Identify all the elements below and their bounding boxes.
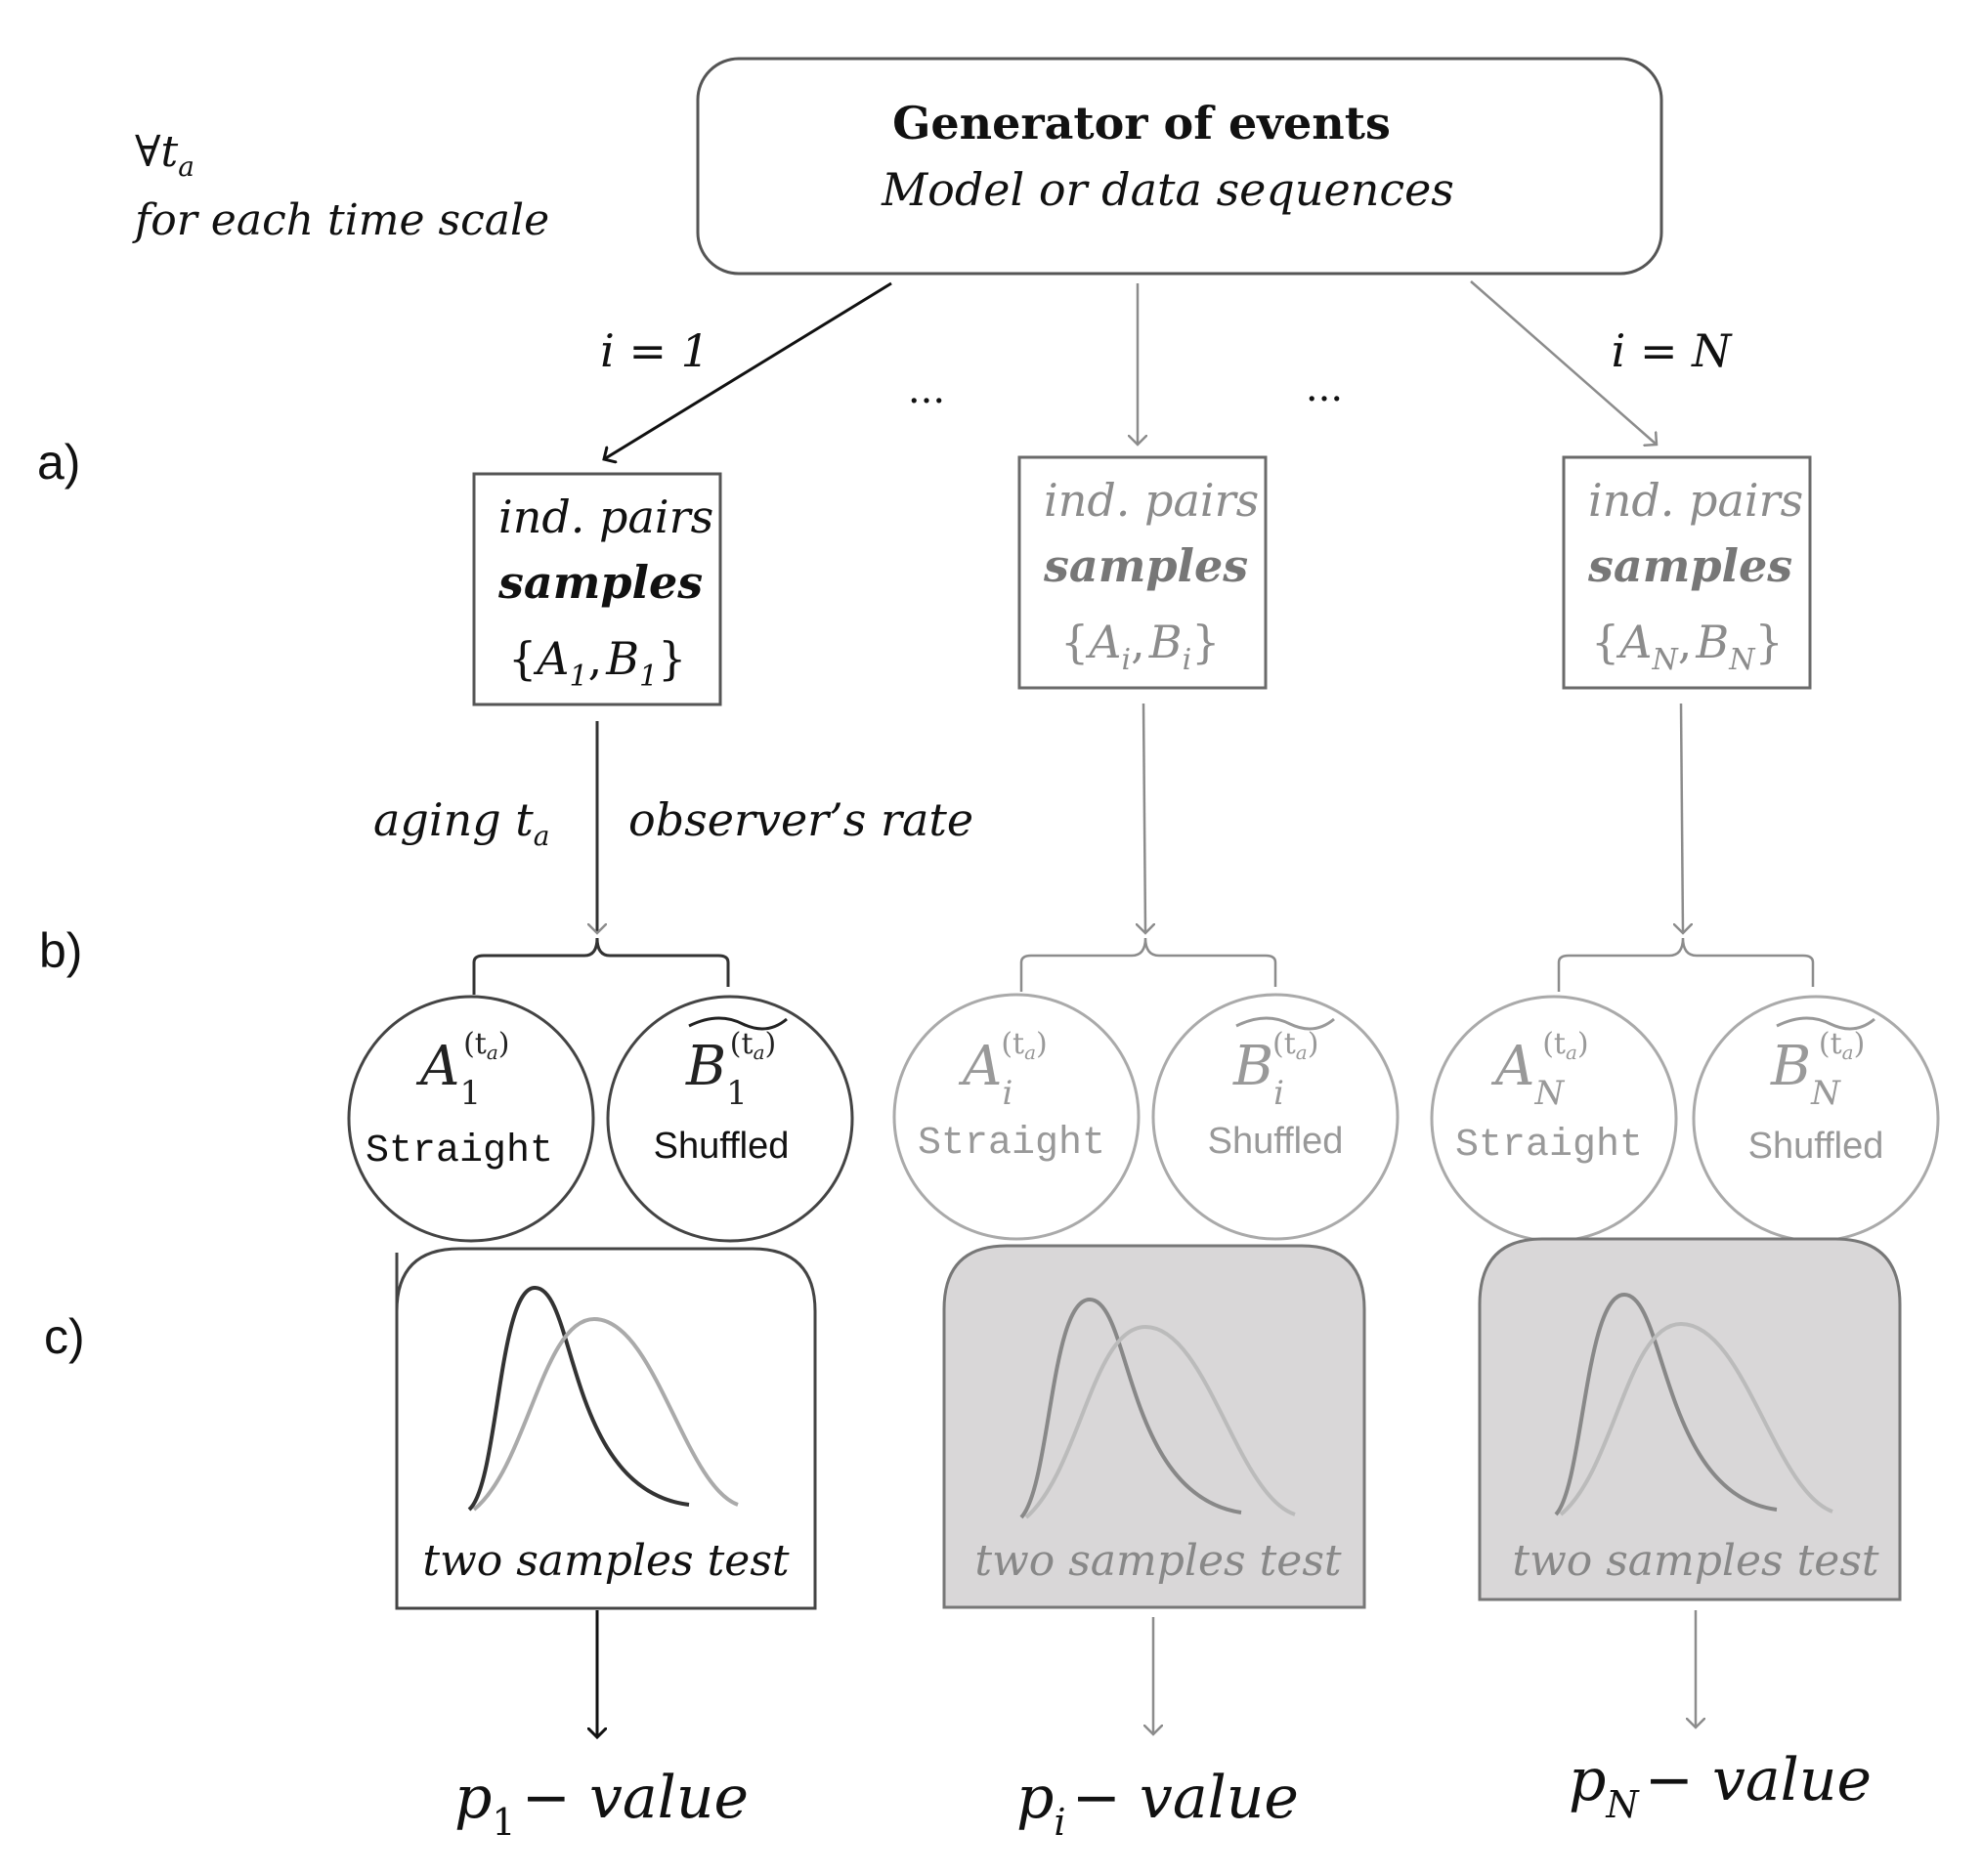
shuffled-symbol-n: BN(ta) [1770,1027,1865,1113]
curve-straight-n [1554,1292,1778,1516]
iteration-first-label: i = 1 [600,324,710,377]
pairs-line2-i: samples [1043,539,1248,592]
generator-subtitle: Model or data sequences [881,163,1454,216]
straight-label-n: Straight [1455,1124,1643,1168]
column-n: ind. pairs samples {AN,BN} AN(ta) Straig… [1430,455,1940,1826]
iteration-last-label: i = N [1612,324,1733,377]
test-label-i: two samples test [974,1536,1342,1586]
pvalue-1: p1− value [454,1764,749,1844]
test-panel-1 [395,1247,817,1610]
time-scale-header: ∀ta for each time scale [132,127,549,245]
straight-symbol-n: AN(ta) [1490,1027,1589,1113]
shuffled-label-i: Shuffled [1208,1121,1344,1162]
test-label-1: two samples test [422,1536,790,1586]
curve-shuffled-i [1024,1324,1296,1519]
column-i: ind. pairs samples {Ai,Bi} Ai(ta) Straig… [892,455,1400,1844]
curve-straight-1 [467,1285,690,1512]
observer-rate-label: observer’s rate [628,793,973,846]
straight-symbol-i: Ai(ta) [958,1027,1048,1113]
straight-circle-1 [347,995,595,1243]
pairs-box-i [1017,455,1268,690]
shuffled-circle-1 [606,995,854,1243]
straight-label-1: Straight [366,1130,553,1173]
test-label-n: two samples test [1512,1536,1879,1586]
generator-box: Generator of events Model or data sequen… [696,57,1663,276]
aging-label: aging ta [373,793,549,852]
straight-label-i: Straight [918,1122,1105,1166]
column-1: ind. pairs samples {A1,B1} A1(ta) Straig… [347,472,854,1844]
pairs-set-i: {Ai,Bi} [1060,616,1220,677]
row-label-a: a) [37,435,80,490]
pvalue-i: pi− value [1016,1764,1299,1844]
pairs-set-1: {A1,B1} [508,632,686,694]
shuffled-symbol-i: Bi(ta) [1232,1027,1318,1113]
tilde-1 [688,1016,788,1031]
svg-text:∀ta: ∀ta [135,127,194,183]
tilde-i [1235,1016,1335,1031]
pairs-line1-n: ind. pairs [1588,474,1803,527]
pairs-line2-n: samples [1587,539,1792,592]
pairs-set-n: {AN,BN} [1591,616,1784,677]
split-brace-i [1019,937,1277,992]
split-brace-1 [472,937,730,995]
ellipsis-right: ... [1306,365,1343,410]
ellipsis-left: ... [908,367,945,412]
generator-title: Generator of events [892,97,1391,149]
forall-sub: a [178,150,194,183]
split-brace-n [1557,937,1815,992]
shuffled-circle-i [1151,993,1400,1241]
shuffled-label-1: Shuffled [654,1126,790,1167]
test-panel-i [942,1244,1366,1609]
tilde-n [1776,1016,1875,1031]
time-scale-caption: for each time scale [132,195,549,245]
straight-circle-i [892,993,1141,1241]
pairs-line1-1: ind. pairs [498,490,713,543]
pairs-line1-i: ind. pairs [1044,474,1259,527]
curve-straight-i [1019,1297,1242,1519]
row-label-c: c) [44,1309,85,1364]
arrow-to-column-n [1470,280,1657,445]
curve-shuffled-1 [472,1316,739,1512]
shuffled-symbol-1: B1(ta) [685,1027,776,1113]
arrow-pairs-to-split-i [1143,703,1145,933]
test-panel-n [1478,1237,1902,1601]
shuffled-circle-n [1692,995,1940,1243]
straight-symbol-1: A1(ta) [415,1027,510,1113]
curve-shuffled-n [1559,1321,1833,1516]
forall-symbol: ∀t [135,127,179,177]
pairs-box-1 [472,472,722,706]
shuffled-label-n: Shuffled [1748,1126,1884,1167]
pairs-line2-1: samples [497,556,703,609]
row-label-b: b) [39,923,82,978]
arrow-pairs-to-split-n [1681,703,1683,933]
pvalue-n: pN− value [1569,1746,1872,1826]
pairs-box-n [1562,455,1812,690]
arrow-to-column-1 [604,281,892,459]
